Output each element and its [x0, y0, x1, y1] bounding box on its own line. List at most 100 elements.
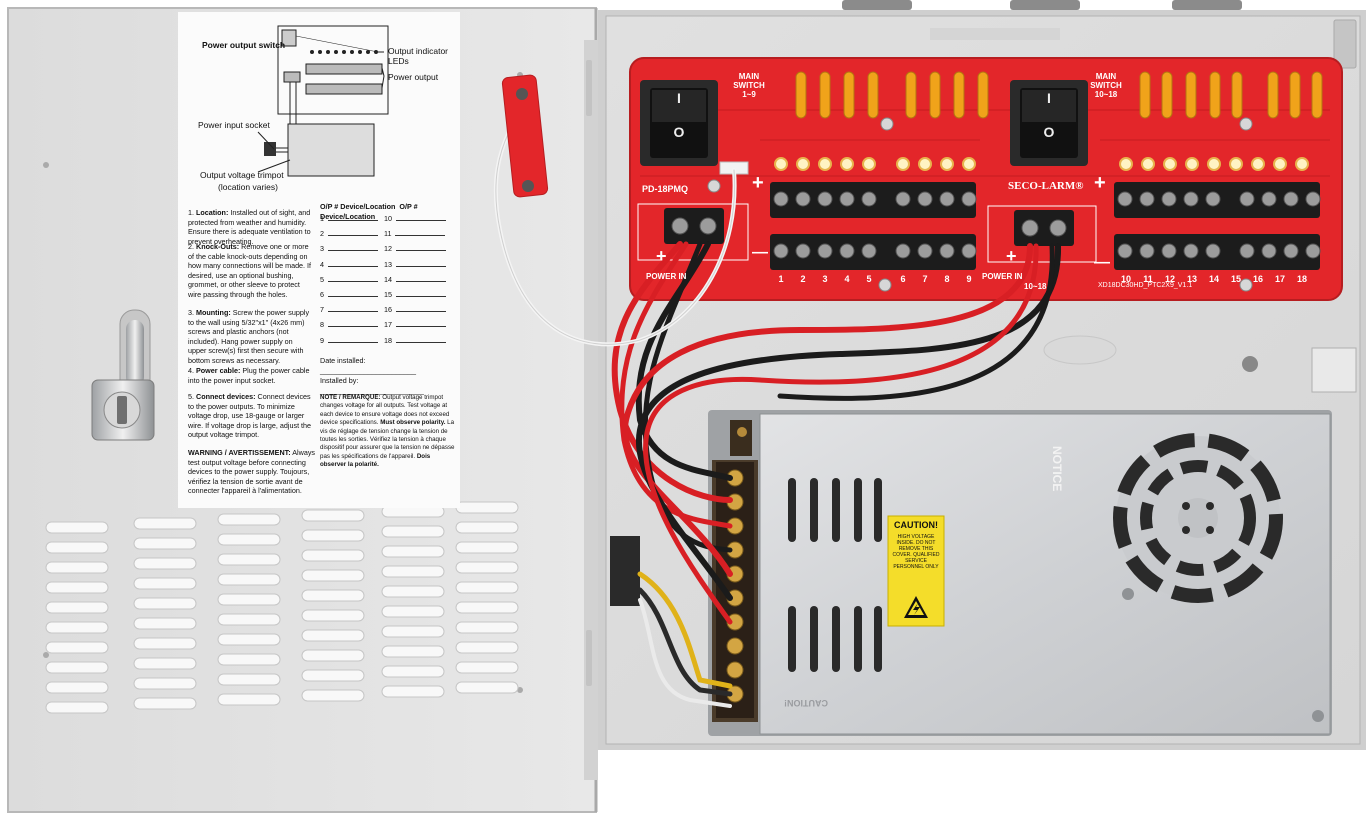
distribution-board — [629, 57, 1343, 301]
instruction-step-4: 4. Power cable: Plug the power cable int… — [188, 366, 312, 385]
instruction-step-2: 2. Knock-Outs: Remove one or more of the… — [188, 242, 312, 300]
polarity-french: Dois observer la polarité. — [320, 452, 431, 469]
op-number: 7 — [320, 305, 324, 315]
op-number: 14 — [384, 274, 392, 284]
note-text: Output voltage trimpot changes voltage f… — [320, 394, 450, 427]
op-table-row: 15 — [384, 290, 446, 299]
op-blank-line — [396, 250, 446, 252]
op-table-row: 8 — [320, 320, 378, 329]
op-number: 3 — [320, 244, 324, 254]
op-number: 2 — [320, 229, 324, 239]
op-table-row: 4 — [320, 260, 378, 269]
label-location-varies: (location varies) — [218, 182, 278, 192]
date-installed-field: Date installed: ________________________ — [320, 356, 416, 375]
fan-grille — [1113, 433, 1283, 603]
sheet-wiring-diagram — [257, 25, 389, 177]
step-title: Location: — [196, 208, 229, 217]
instruction-sheet: Power output switch Output indicator LED… — [178, 12, 460, 508]
label-output-indicator-leds: Output indicator LEDs — [388, 46, 449, 66]
op-blank-line — [328, 280, 378, 282]
op-number: 11 — [384, 229, 392, 239]
ac-input-socket — [610, 536, 640, 606]
op-blank-line — [328, 220, 378, 221]
op-blank-line — [395, 235, 446, 237]
door-tamper-board — [501, 74, 549, 198]
op-blank-line — [328, 311, 378, 313]
op-blank-line — [328, 265, 378, 267]
op-table-header: O/P # Device/Location O/P # Device/Locat… — [320, 202, 456, 221]
mount-bracket — [1333, 19, 1357, 69]
note-title: NOTE / REMARQUE: — [320, 394, 381, 401]
wiring — [493, 128, 1062, 708]
device-header: Device/Location — [340, 202, 396, 211]
step-number: 4. — [188, 366, 194, 375]
step-number: 1. — [188, 208, 194, 217]
op-number: 13 — [384, 259, 392, 269]
op-number: 6 — [320, 290, 324, 299]
op-table-row: 16 — [384, 305, 446, 314]
instruction-step-1: 1. Location: Installed out of sight, and… — [188, 208, 312, 246]
label-output-voltage-trimpot: Output voltage trimpot — [200, 170, 284, 180]
op-blank-line — [396, 220, 446, 221]
main-switch-left[interactable] — [640, 80, 718, 166]
date-installed-label: Date installed: — [320, 356, 366, 365]
op-table-row: 18 — [384, 336, 446, 345]
output-indicator-leds-right — [1119, 157, 1309, 171]
op-table-row: 14 — [384, 275, 446, 284]
op-table-row: 7 — [320, 305, 378, 314]
warning-text: Always test output voltage before connec… — [188, 448, 316, 496]
op-number: 8 — [320, 320, 324, 330]
op-number: 9 — [320, 335, 324, 345]
door-hinge-bottom — [586, 630, 592, 686]
power-in-terminal-left — [637, 203, 749, 261]
op-blank-line — [396, 265, 446, 267]
ptc-fuses-right — [1139, 71, 1323, 119]
op-table-row: 1 — [320, 214, 378, 223]
door-lock[interactable] — [91, 309, 155, 441]
op-number: 15 — [384, 290, 392, 299]
step-number: 3. — [188, 308, 194, 317]
op-blank-line — [328, 341, 378, 343]
op-table-row: 5 — [320, 275, 378, 284]
psu-vent-slots — [788, 478, 882, 672]
polarity-title: Must observe polarity. — [380, 419, 446, 427]
label-power-input-socket: Power input socket — [198, 120, 270, 130]
note-block: NOTE / REMARQUE: Output voltage trimpot … — [320, 394, 456, 470]
polarity-text: La vis de réglage de tension change la t… — [320, 419, 455, 460]
op-blank-line — [396, 311, 446, 313]
step-title: Mounting: — [196, 308, 231, 317]
door-hinge-top — [586, 60, 592, 116]
op-number: 1 — [320, 214, 324, 223]
board-screws — [707, 117, 1253, 292]
op-table-row: 17 — [384, 320, 446, 329]
psu-screw — [1122, 588, 1134, 600]
main-switch-right[interactable] — [1010, 80, 1088, 166]
step-text: Connect devices to the power outputs. To… — [188, 392, 312, 440]
op-table-row: 3 — [320, 244, 378, 253]
caution-label — [887, 515, 945, 627]
op-table-row: 6 — [320, 290, 378, 299]
installed-by-field: Installed by: __________________________ — [320, 376, 424, 395]
output-indicator-leds-left — [774, 157, 976, 171]
op-blank-line — [396, 341, 446, 343]
op-blank-line — [396, 326, 446, 328]
step-title: Power cable: — [196, 366, 241, 375]
op-number: 16 — [384, 305, 392, 315]
warning-title: WARNING / AVERTISSEMENT: — [188, 448, 291, 457]
op-header: O/P # — [399, 202, 418, 211]
op-number: 12 — [384, 244, 392, 254]
step-text: Remove one or more of the cable knock-ou… — [188, 242, 312, 299]
op-table-row: 12 — [384, 244, 446, 253]
op-blank-line — [396, 280, 446, 282]
door-screw-hole — [43, 652, 49, 658]
op-header: O/P # — [320, 202, 339, 211]
step-title: Knock-Outs: — [196, 242, 240, 251]
op-table-row: 13 — [384, 260, 446, 269]
terminal-block-row — [770, 182, 977, 218]
installed-by-label: Installed by: — [320, 376, 359, 385]
door-screw-hole — [517, 687, 523, 693]
step-text: Plug the power cable into the power inpu… — [188, 366, 310, 385]
warning-block: WARNING / AVERTISSEMENT: Always test out… — [188, 448, 318, 496]
